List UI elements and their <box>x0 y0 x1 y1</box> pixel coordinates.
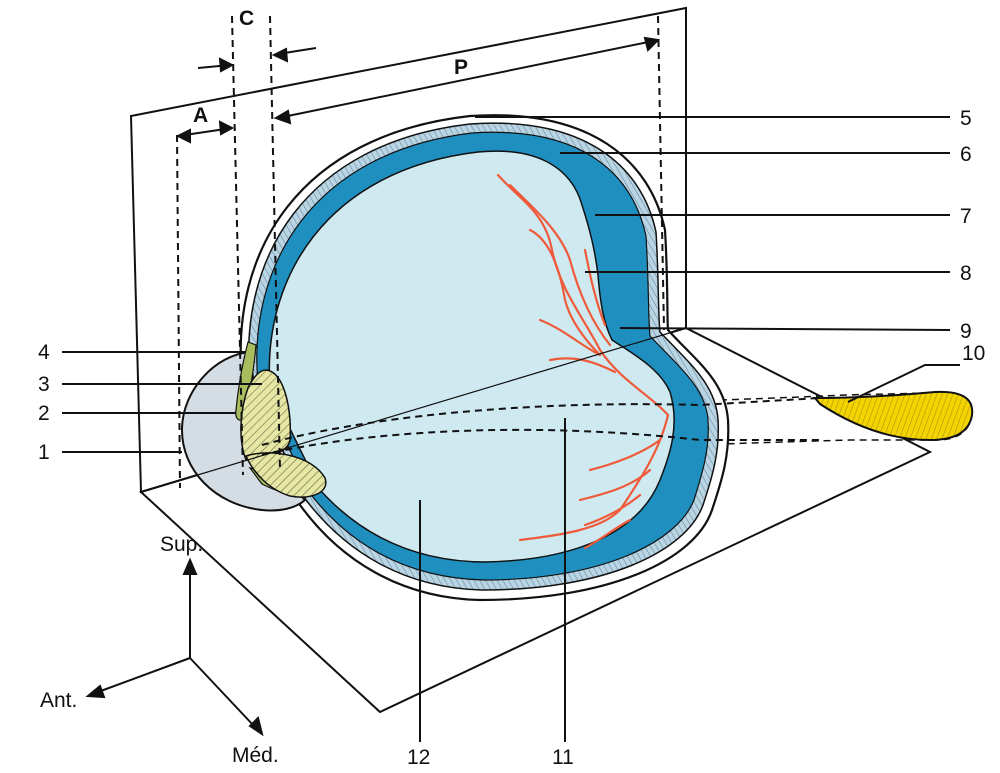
guide-a-left <box>176 134 181 489</box>
region-label-a: A <box>193 104 208 127</box>
orientation-arrows <box>85 557 264 737</box>
retinal-vessels <box>496 173 670 550</box>
callout-2: 2 <box>38 402 50 425</box>
callout-9: 9 <box>960 320 972 343</box>
callout-12: 12 <box>407 746 430 769</box>
region-label-c: C <box>239 7 254 30</box>
callout-4: 4 <box>38 341 50 364</box>
leader-lines-left <box>62 351 262 453</box>
dimension-arrows <box>175 36 661 144</box>
region-label-p: P <box>454 56 468 79</box>
callout-5: 5 <box>960 107 972 130</box>
plane-intersection <box>140 327 687 493</box>
guide-c-right <box>269 15 281 471</box>
callout-7: 7 <box>960 205 972 228</box>
callout-8: 8 <box>960 262 972 285</box>
callout-1: 1 <box>38 441 50 464</box>
optic-nerve <box>812 390 974 442</box>
guide-c-left <box>231 15 244 476</box>
orientation-label-superior: Sup. <box>160 533 203 556</box>
guide-p-right <box>657 15 665 331</box>
callout-6: 6 <box>960 143 972 166</box>
leader-lines-right <box>475 116 960 403</box>
vitreous-body <box>268 150 675 563</box>
orientation-label-medial: Méd. <box>232 744 279 767</box>
visual-axis <box>261 397 821 446</box>
lens-lower <box>244 452 327 498</box>
callout-10: 10 <box>962 342 985 365</box>
leader-lines-bottom <box>419 418 566 742</box>
callout-3: 3 <box>38 373 50 396</box>
orientation-label-anterior: Ant. <box>40 689 77 712</box>
callout-11: 11 <box>552 746 574 769</box>
optic-axis <box>261 428 820 456</box>
